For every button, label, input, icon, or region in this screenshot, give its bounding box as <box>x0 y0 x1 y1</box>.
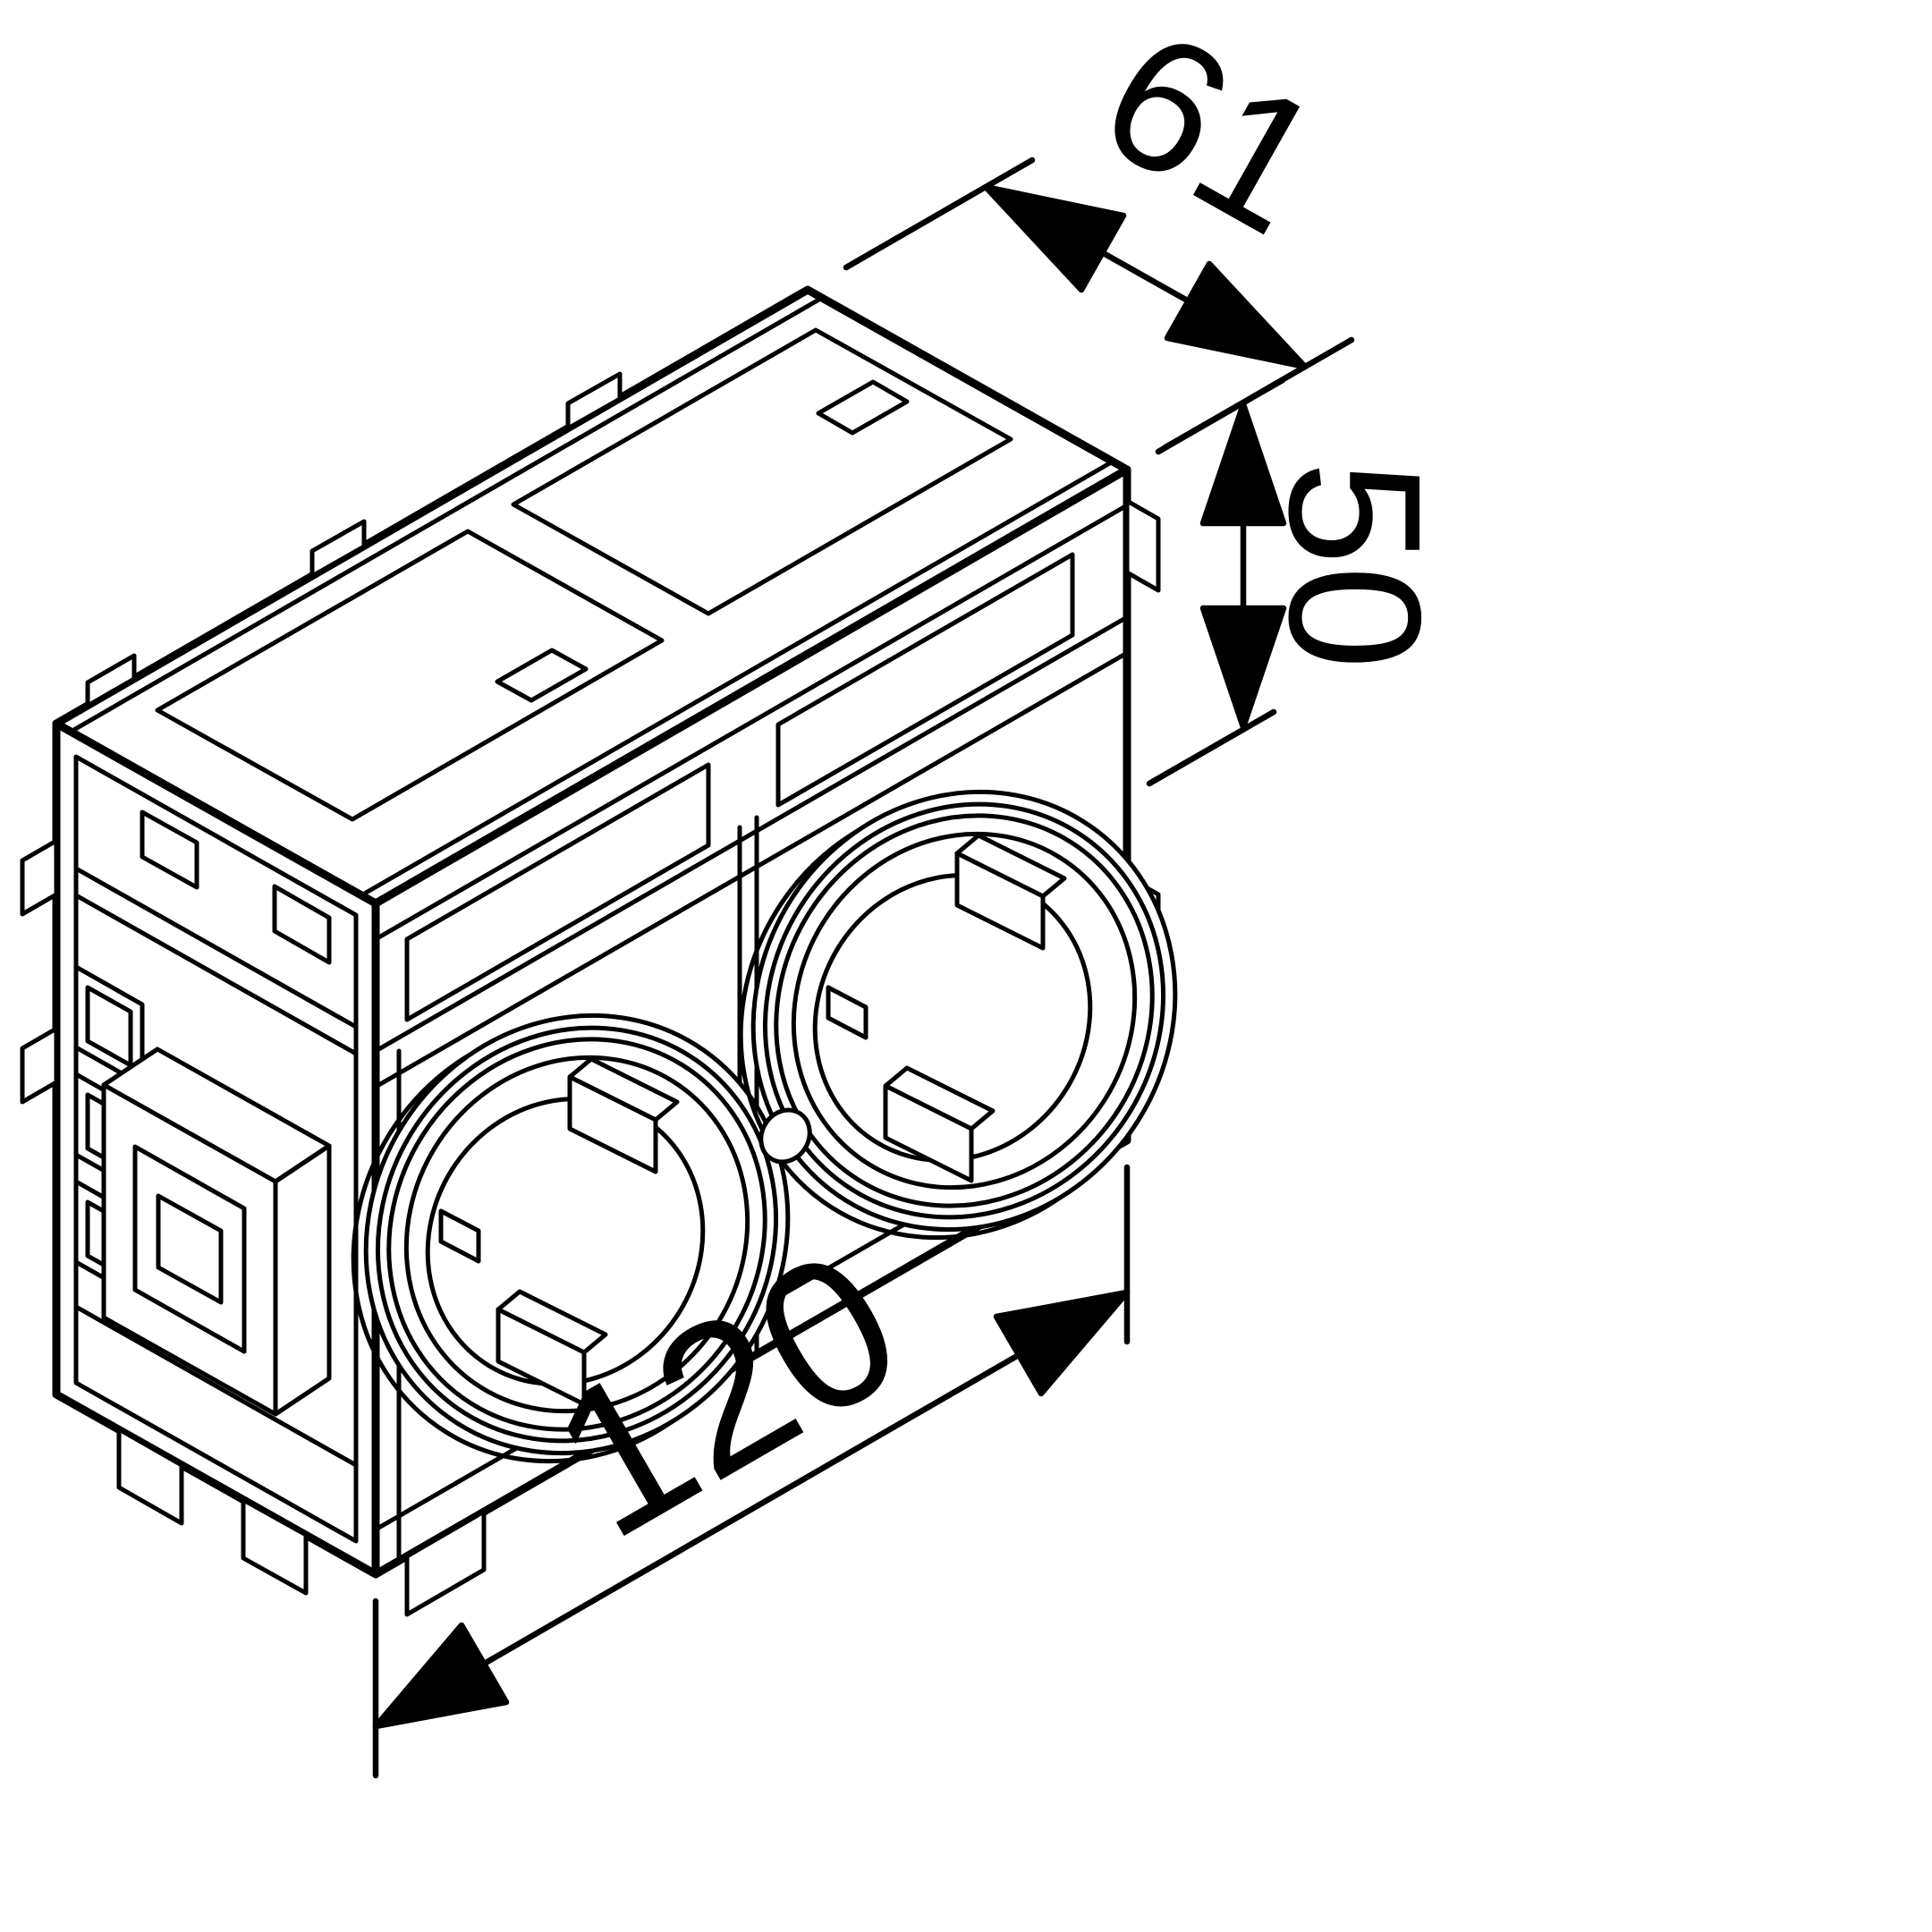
front-band-line-2 <box>373 650 1130 1089</box>
connector-opening <box>132 1144 247 1354</box>
end-slot-2 <box>140 809 199 890</box>
arrowhead <box>1199 401 1287 527</box>
end-rib-1 <box>73 866 359 1030</box>
dimension-line <box>372 1289 1131 1730</box>
connector-block-front <box>101 1082 278 1417</box>
arrowhead <box>982 183 1127 293</box>
dimension-height: 50 <box>1146 377 1461 787</box>
arrowhead <box>1199 605 1287 731</box>
left-end-details <box>20 754 487 1617</box>
lid-seam-front <box>359 459 1115 898</box>
front-bottom-clip <box>404 1509 487 1617</box>
top-face-details <box>68 295 1115 898</box>
end-rib-3 <box>73 1304 359 1468</box>
extension-line <box>1146 708 1277 787</box>
module-body <box>20 285 1258 1617</box>
terminal-port-1-inner <box>85 985 133 1068</box>
dimension-height-label: 50 <box>1250 461 1461 670</box>
back-edge-tab-middle <box>309 519 367 579</box>
arrowhead <box>1164 260 1309 370</box>
side-tab-lower <box>20 1026 59 1105</box>
lid-seam-back <box>68 295 825 734</box>
extension-line <box>1155 377 1286 455</box>
back-edge-tab-left <box>85 653 137 708</box>
extension-line <box>843 157 1036 271</box>
right-tab-upper <box>1124 498 1161 593</box>
lid-recess-right <box>511 327 1013 616</box>
mounting-foot-1 <box>241 1497 309 1596</box>
arrowhead <box>372 1622 510 1730</box>
mounting-foot-2 <box>116 1427 184 1526</box>
lid-recess-left <box>155 529 665 822</box>
lid-slot-right <box>816 379 910 436</box>
end-slot-1 <box>272 884 332 965</box>
end-rib-2 <box>73 893 359 1056</box>
front-band-recess-left <box>404 762 711 1022</box>
lid-slot-left <box>495 648 589 703</box>
arrowhead <box>993 1289 1131 1397</box>
front-band-recess-right <box>775 552 1075 808</box>
back-edge-tab-right <box>565 371 623 431</box>
fixing-hole <box>758 1107 812 1165</box>
front-top-seam <box>373 503 1130 942</box>
connector-block-side <box>273 1143 332 1417</box>
side-tab-upper <box>20 838 59 917</box>
front-band-line-1 <box>373 614 1130 1054</box>
connector-inner-slot <box>156 1193 224 1305</box>
end-face-border <box>73 754 359 1544</box>
